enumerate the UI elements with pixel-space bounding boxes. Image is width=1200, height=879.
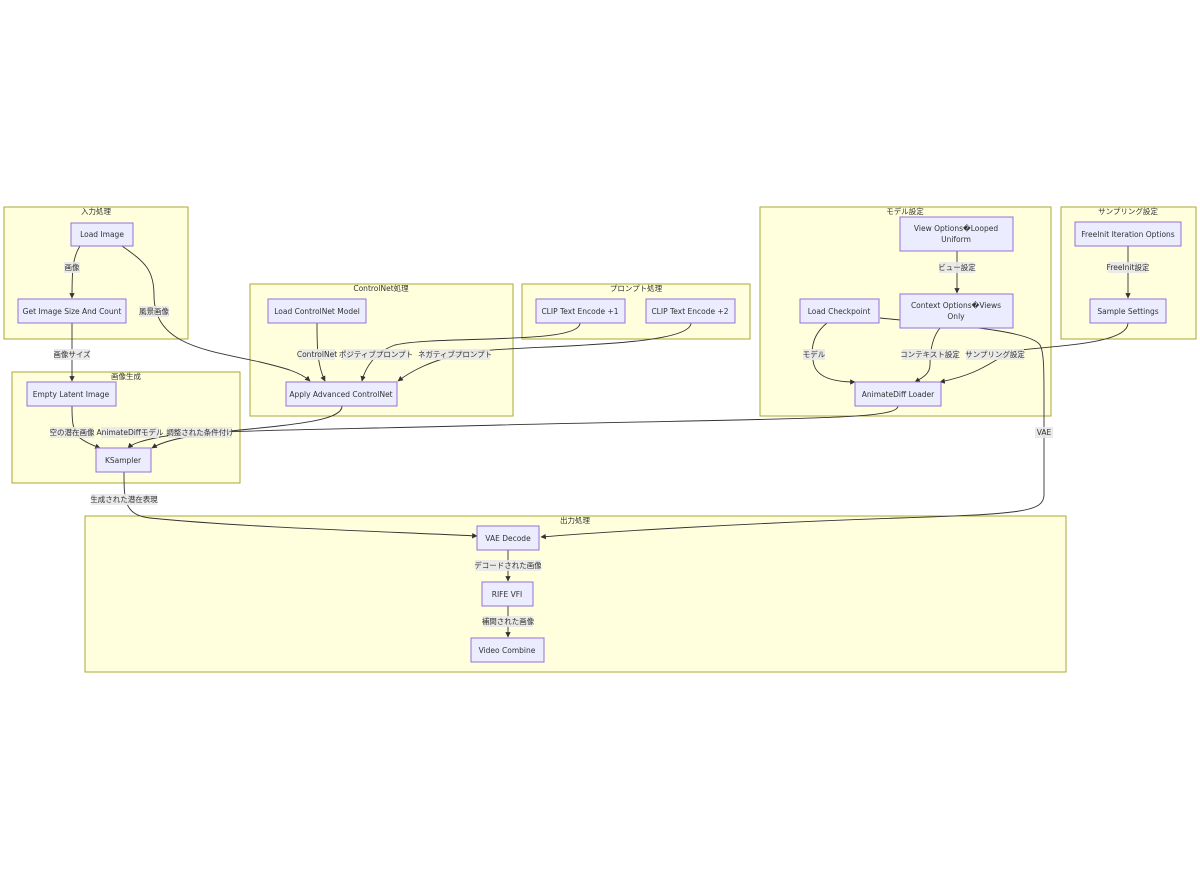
edge-label-adjusted-conditioning: 調整された条件付け	[166, 427, 234, 438]
node-freeinit-label: FreeInit Iteration Options	[1081, 230, 1175, 239]
edge-label-decoded-image: デコードされた画像	[474, 560, 542, 571]
node-clip-text-encode-1-label: CLIP Text Encode +1	[541, 307, 618, 316]
node-ksampler[interactable]: KSampler	[95, 447, 152, 473]
cluster-input-title: 入力処理	[81, 206, 111, 216]
edge-label-sampling-setting-text: サンプリング設定	[965, 349, 1025, 359]
node-apply-controlnet[interactable]: Apply Advanced ControlNet	[285, 381, 398, 407]
node-apply-controlnet-label: Apply Advanced ControlNet	[289, 390, 392, 399]
node-clip-text-encode-1[interactable]: CLIP Text Encode +1	[535, 298, 626, 324]
node-load-controlnet-label: Load ControlNet Model	[274, 307, 360, 316]
edge-label-controlnet-text: ControlNet	[297, 350, 337, 359]
edge-load-image-to-apply-controlnet	[121, 245, 311, 382]
cluster-output: 出力処理	[84, 515, 1067, 673]
cluster-prompt-title: プロンプト処理	[610, 283, 663, 293]
edge-label-generated-latent-text: 生成された潜在表現	[90, 494, 158, 504]
edge-checkpoint-vae-to-vae-decode	[540, 317, 1045, 540]
edge-animatediff-loader-to-ksampler	[127, 405, 899, 449]
node-context-options-label-2: Only	[947, 312, 965, 321]
edge-label-positive-prompt: ポジティブプロンプト	[339, 349, 413, 360]
node-view-options[interactable]: View Options�Looped Uniform	[899, 216, 1014, 252]
edge-label-negative-prompt-text: ネガティブプロンプト	[418, 349, 492, 359]
node-animatediff-loader[interactable]: AnimateDiff Loader	[854, 381, 942, 407]
edge-label-generated-latent: 生成された潜在表現	[90, 494, 158, 505]
node-clip-text-encode-2[interactable]: CLIP Text Encode +2	[645, 298, 736, 324]
node-sample-settings-label: Sample Settings	[1097, 307, 1158, 316]
node-load-checkpoint-label: Load Checkpoint	[808, 307, 871, 316]
node-context-options-label-1: Context Options�Views	[911, 301, 1001, 310]
edge-label-positive-prompt-text: ポジティブプロンプト	[339, 349, 413, 359]
node-animatediff-loader-label: AnimateDiff Loader	[862, 390, 935, 399]
edge-label-interpolated-image-text: 補間された画像	[482, 616, 535, 626]
edge-label-landscape-image-text: 風景画像	[139, 306, 169, 316]
edge-label-view-setting-text: ビュー設定	[938, 262, 976, 272]
edge-label-image-text: 画像	[65, 262, 80, 272]
edge-label-context-setting-text: コンテキスト設定	[900, 349, 960, 359]
edge-label-decoded-image-text: デコードされた画像	[474, 560, 542, 570]
node-load-image[interactable]: Load Image	[70, 222, 134, 247]
edge-label-image-size: 画像サイズ	[53, 349, 91, 360]
cluster-sampling-title: サンプリング設定	[1098, 206, 1158, 216]
node-rife-vfi[interactable]: RIFE VFI	[481, 581, 534, 607]
node-sample-settings[interactable]: Sample Settings	[1089, 298, 1167, 324]
edge-label-freeinit-setting: FreeInit設定	[1107, 262, 1150, 273]
cluster-controlnet-title: ControlNet処理	[353, 283, 409, 293]
edge-label-controlnet: ControlNet	[297, 349, 337, 360]
edge-label-image: 画像	[64, 262, 80, 273]
node-rife-vfi-label: RIFE VFI	[492, 590, 523, 599]
cluster-image-gen-title: 画像生成	[111, 371, 141, 381]
node-vae-decode-label: VAE Decode	[485, 534, 531, 543]
node-view-options-label-1: View Options�Looped	[914, 224, 998, 233]
node-view-options-label-2: Uniform	[941, 235, 971, 244]
cluster-model-title: モデル設定	[886, 206, 924, 216]
node-freeinit[interactable]: FreeInit Iteration Options	[1074, 221, 1182, 247]
node-load-controlnet[interactable]: Load ControlNet Model	[267, 298, 367, 324]
edge-label-sampling-setting: サンプリング設定	[965, 349, 1025, 360]
edge-checkpoint-to-animatediff-loader	[811, 322, 856, 385]
node-load-image-label: Load Image	[80, 230, 124, 239]
edge-label-landscape-image: 風景画像	[139, 306, 169, 317]
edge-label-vae-text: VAE	[1037, 428, 1052, 437]
edge-apply-controlnet-to-ksampler	[151, 405, 343, 449]
edge-label-context-setting: コンテキスト設定	[900, 349, 960, 360]
edge-label-negative-prompt: ネガティブプロンプト	[418, 349, 492, 360]
edge-clip2-to-apply	[397, 322, 692, 382]
node-context-options[interactable]: Context Options�Views Only	[899, 293, 1014, 329]
edge-label-adjusted-conditioning-text: 調整された条件付け	[166, 427, 234, 437]
edge-label-model: モデル	[803, 349, 826, 360]
node-video-combine-label: Video Combine	[479, 646, 536, 655]
node-ksampler-label: KSampler	[105, 456, 142, 465]
edge-label-empty-latent: 空の潜在画像	[50, 427, 95, 438]
edge-label-view-setting: ビュー設定	[938, 262, 976, 273]
node-vae-decode[interactable]: VAE Decode	[476, 525, 540, 551]
edge-label-empty-latent-text: 空の潜在画像	[50, 427, 95, 437]
edge-label-interpolated-image: 補間された画像	[482, 616, 535, 627]
edge-label-vae: VAE	[1035, 427, 1053, 438]
node-load-checkpoint[interactable]: Load Checkpoint	[799, 298, 880, 324]
edge-label-model-text: モデル	[803, 349, 826, 359]
edge-label-image-size-text: 画像サイズ	[53, 349, 91, 359]
node-empty-latent-image[interactable]: Empty Latent Image	[26, 381, 117, 407]
edge-label-animatediff-model-text: AnimateDiffモデル	[97, 427, 164, 437]
edge-label-animatediff-model: AnimateDiffモデル	[97, 427, 164, 438]
edge-context-to-animatediff-loader	[914, 327, 941, 383]
cluster-output-title: 出力処理	[560, 515, 590, 525]
edge-label-freeinit-setting-text: FreeInit設定	[1107, 262, 1150, 272]
node-clip-text-encode-2-label: CLIP Text Encode +2	[651, 307, 728, 316]
node-get-image-size[interactable]: Get Image Size And Count	[17, 298, 127, 324]
node-video-combine[interactable]: Video Combine	[470, 637, 545, 663]
edge-clip1-to-apply	[360, 322, 581, 382]
node-empty-latent-image-label: Empty Latent Image	[33, 390, 110, 399]
node-get-image-size-label: Get Image Size And Count	[23, 307, 122, 316]
